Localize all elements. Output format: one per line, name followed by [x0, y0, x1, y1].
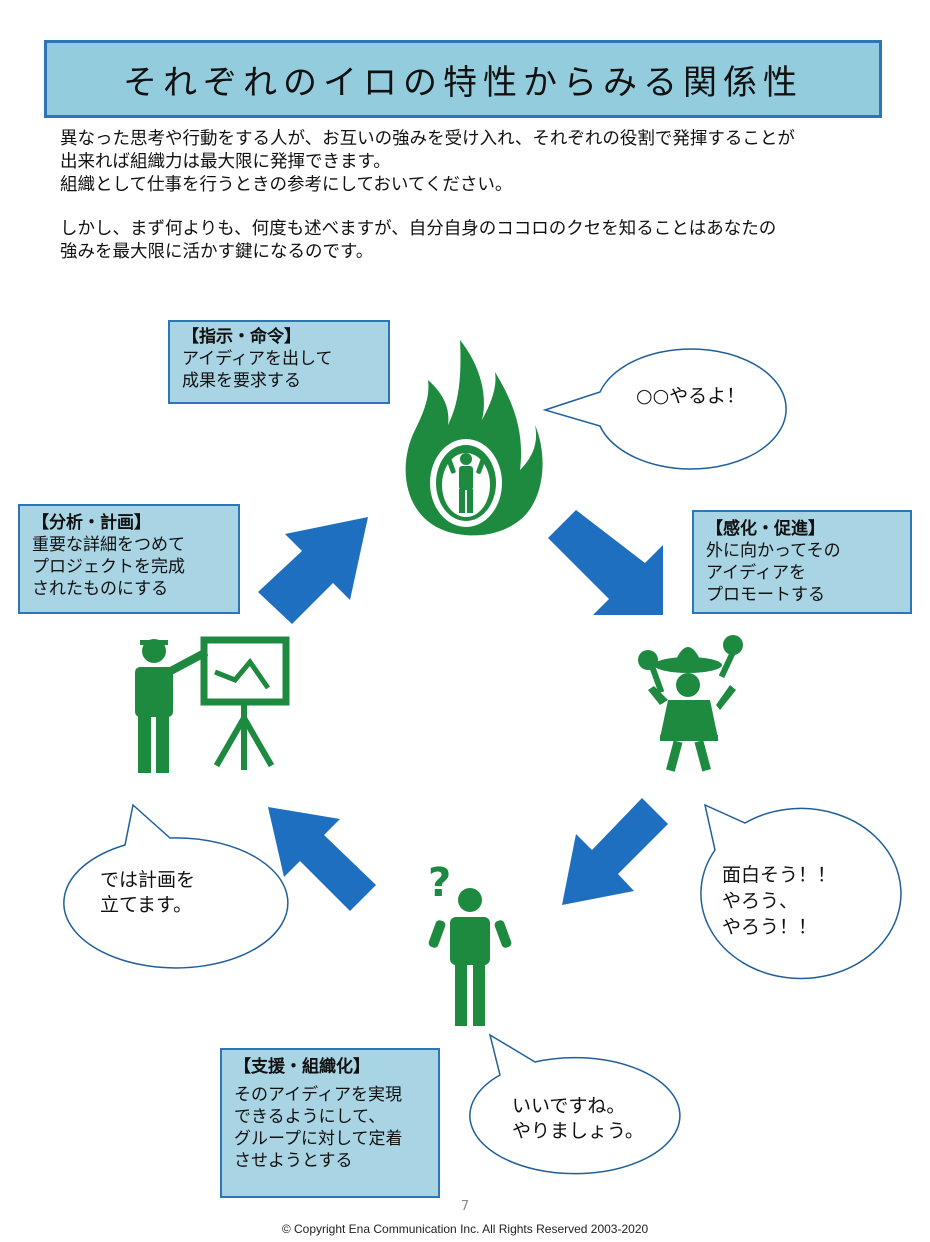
presenter-chart-icon [135, 636, 290, 773]
maracas-dancer-icon [638, 635, 743, 772]
role-promote-line-3: プロモートする [706, 585, 825, 605]
role-promote-heading: 【感化・促進】 [706, 519, 825, 539]
speech-bubble-bottom [469, 1033, 681, 1175]
role-analyze-line-1: 重要な詳細をつめて [32, 535, 185, 555]
role-support-line-3: グループに対して定着 [234, 1129, 403, 1149]
bubble-left-text: では計画を 立てます。 [100, 868, 195, 918]
intro-line-3: 組織として仕事を行うときの参考にしておいてください。 [60, 175, 513, 195]
bubble-right-line-2: やろう、 [722, 890, 799, 912]
bubble-left-line-1: では計画を [100, 869, 196, 891]
speech-bubble-top [542, 348, 787, 470]
arrow-to-bottom [562, 798, 668, 905]
copyright-text: © Copyright Ena Communication Inc. All R… [281, 1222, 649, 1236]
role-promote-line-1: 外に向かってその [706, 541, 841, 561]
page-number: 7 [460, 1199, 470, 1214]
role-support-line-2: できるようにして、 [234, 1107, 386, 1127]
arrow-to-right [548, 510, 663, 615]
page-title: それぞれのイロの特性からみる関係性 [123, 62, 803, 103]
intro-line-1: 異なった思考や行動をする人が、お互いの強みを受け入れ、それぞれの役割で発揮するこ… [60, 129, 795, 149]
speech-bubble-right [700, 803, 902, 980]
arrow-to-left [268, 807, 376, 911]
role-analyze-line-3: されたものにする [32, 579, 169, 599]
role-box-promote: 【感化・促進】 外に向かってその アイディアを プロモートする [692, 510, 912, 614]
role-promote-line-2: アイディアを [706, 563, 806, 583]
role-box-command: 【指示・命令】 アイディアを出して 成果を要求する [168, 320, 390, 404]
bubble-bottom-line-2: やりましょう。 [512, 1120, 644, 1142]
role-support-line-1: そのアイディアを実現 [234, 1085, 402, 1105]
intro-line-2: 出来れば組織力は最大限に発揮できます。 [60, 152, 391, 172]
bubble-top-text: ○○やるよ！ [636, 385, 746, 407]
speech-bubble-left [63, 803, 289, 969]
role-box-analyze: 【分析・計画】 重要な詳細をつめて プロジェクトを完成 されたものにする [18, 504, 240, 614]
bubble-right-line-3: やろう！！ [722, 916, 818, 938]
bubble-right-line-1: 面白そう！！ [722, 864, 837, 886]
arrow-to-top [258, 517, 368, 624]
bubble-bottom-text: いいですね。 やりましょう。 [512, 1094, 644, 1144]
bubble-right-text: 面白そう！！ やろう、 やろう！！ [722, 862, 836, 940]
role-command-heading: 【指示・命令】 [182, 327, 301, 347]
page-title-box: それぞれのイロの特性からみる関係性 [44, 40, 882, 118]
bubble-bottom-line-1: いいですね。 [512, 1095, 626, 1117]
role-analyze-heading: 【分析・計画】 [32, 513, 151, 533]
question-person-icon: ? [428, 860, 512, 1026]
role-box-support: 【支援・組織化】 そのアイディアを実現 できるようにして、 グループに対して定着… [220, 1048, 440, 1198]
role-command-line-1: アイディアを出して [182, 349, 333, 369]
role-analyze-line-2: プロジェクトを完成 [32, 557, 185, 577]
fire-person-icon [405, 340, 543, 536]
role-command-line-2: 成果を要求する [182, 371, 301, 391]
intro-line-4: しかし、まず何よりも、何度も述べますが、自分自身のココロのクセを知ることはあなた… [60, 219, 777, 239]
role-support-line-4: させようとする [234, 1151, 353, 1171]
intro-line-5: 強みを最大限に活かす鍵になるのです。 [60, 242, 374, 262]
svg-text:?: ? [428, 860, 451, 906]
role-support-heading: 【支援・組織化】 [234, 1057, 370, 1077]
bubble-left-line-2: 立てます。 [100, 894, 193, 916]
